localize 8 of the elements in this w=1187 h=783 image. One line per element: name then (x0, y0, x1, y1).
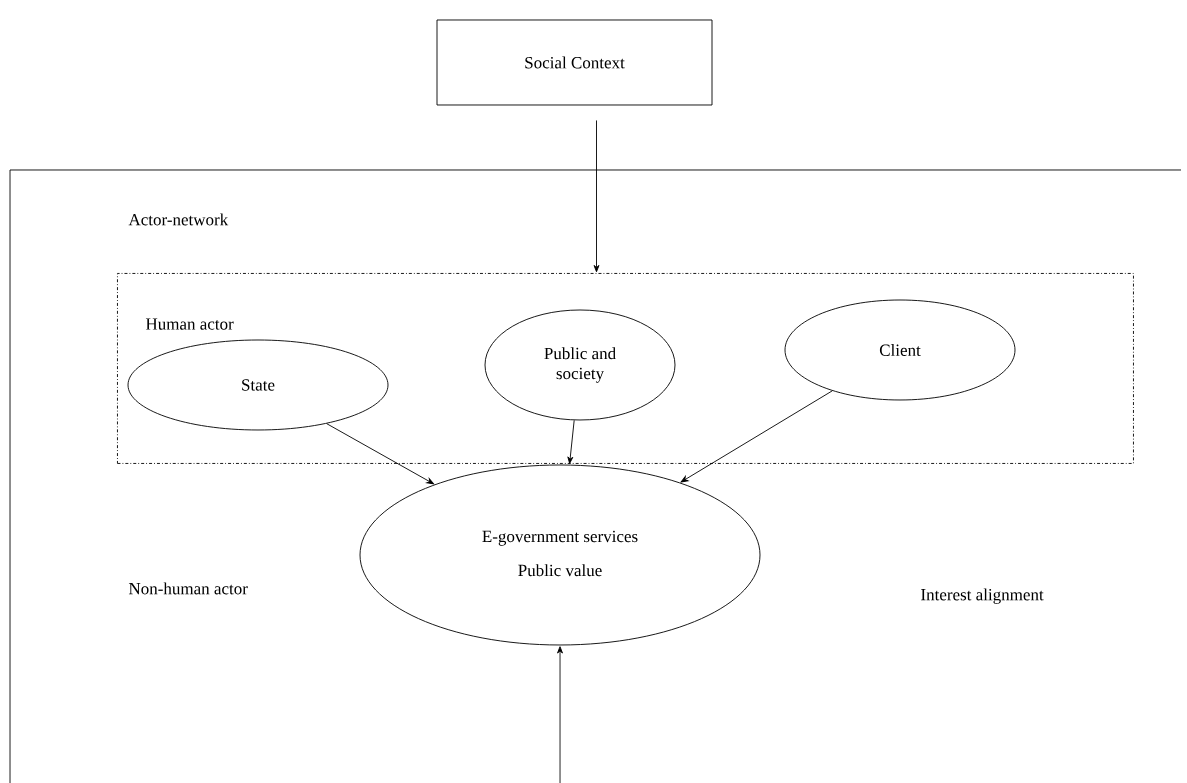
arrow (593, 120, 600, 273)
arrow (680, 390, 833, 483)
text-label: Interest alignment (921, 588, 1044, 604)
arrow (567, 419, 575, 464)
context-box: Social Context (436, 19, 713, 106)
arrow (557, 646, 563, 783)
arrow (326, 423, 434, 485)
text-label: Non-human actor (128, 582, 248, 595)
